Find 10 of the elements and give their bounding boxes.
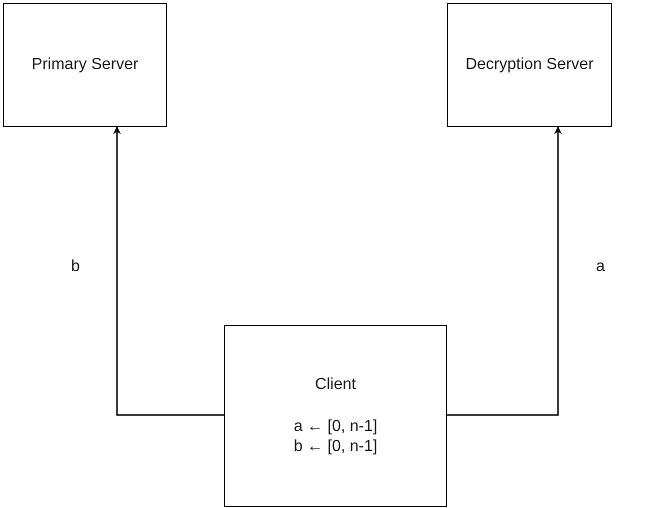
assignment-text: a ← [0, n-1] bbox=[294, 417, 378, 437]
arrow bbox=[113, 126, 224, 416]
node-title: Primary Server bbox=[32, 55, 138, 75]
server-box bbox=[3, 3, 167, 127]
node-title: Client bbox=[315, 375, 356, 395]
client-box bbox=[224, 325, 447, 507]
assignment-text: b ← [0, n-1] bbox=[294, 437, 378, 457]
server-box bbox=[447, 3, 612, 127]
arrow bbox=[447, 126, 562, 416]
node-title: Decryption Server bbox=[465, 55, 594, 75]
